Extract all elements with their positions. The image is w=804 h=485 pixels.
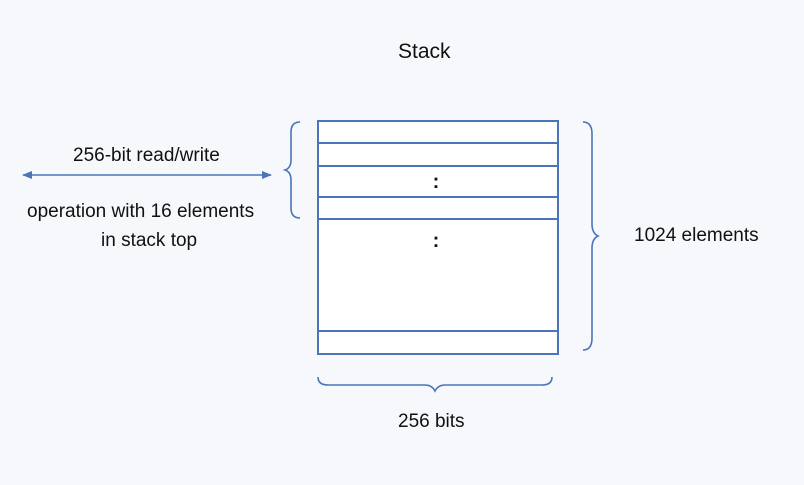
bit-width-label: 256 bits <box>398 411 465 432</box>
stack-gap-marker-lower: : <box>433 230 440 252</box>
operation-label-line2: in stack top <box>101 230 198 251</box>
stack-container <box>317 120 559 355</box>
operation-label-line1: operation with 16 elements <box>27 201 255 222</box>
element-count-label: 1024 elements <box>634 225 759 246</box>
diagram-title: Stack <box>398 40 451 63</box>
bit-width-brace <box>317 376 553 393</box>
stack-top-brace <box>282 121 301 219</box>
element-count-brace <box>582 121 600 351</box>
stack-gap-marker-upper: : <box>433 171 440 193</box>
read-write-label: 256-bit read/write <box>73 145 220 166</box>
